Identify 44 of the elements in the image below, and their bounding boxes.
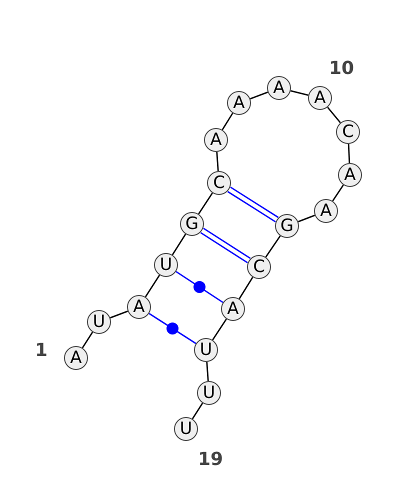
nucleotide-circle: A [221,297,245,321]
nucleotide-circle: A [308,86,332,110]
base-pair-line [148,312,196,344]
nucleotide-circle: U [197,381,221,405]
backbone-line [265,236,281,258]
backbone-line [198,192,213,214]
backbone-line [172,234,186,256]
nucleotide-circle: C [336,120,360,144]
backbone-line [332,184,344,202]
nucleotide-circle: A [227,91,251,115]
position-number: 10 [329,60,354,78]
position-number: 1 [35,342,48,360]
backbone-line [290,90,308,96]
backbone-line [348,144,350,164]
base-pair-line [200,228,251,264]
backbone-line [206,362,209,382]
backbone-line [212,318,227,340]
nucleotide-circle: A [204,128,228,152]
backbone-line [216,152,219,172]
position-number: 19 [198,451,224,469]
backbone-line [298,214,316,222]
nucleotide-circle: U [87,310,111,334]
backbone-line [250,92,268,100]
backbone-line [238,276,254,300]
backbone-line [222,112,234,130]
nucleotide-circle: A [338,163,362,187]
nucleotide-circle: U [154,253,178,277]
nucleotide-circle: U [194,338,218,362]
backbone-line [327,106,341,124]
base-pair-line [227,186,279,222]
backbone-line [82,332,94,348]
nucleotide-circle: C [247,255,271,279]
nucleotide-circle: A [267,76,291,100]
nucleotide-circle: U [174,417,198,441]
nucleotide-circle: A [127,295,151,319]
base-pair-line [176,271,224,303]
backbone-line [110,310,128,318]
nucleotide-circle: A [64,346,88,370]
backbone-line [144,274,160,298]
nucleotide-circle: G [180,212,204,236]
nucleotide-circle: A [314,199,338,223]
backbone-line [192,402,204,420]
nucleotide-circle: C [207,171,231,195]
nucleotide-circle: G [275,214,299,238]
